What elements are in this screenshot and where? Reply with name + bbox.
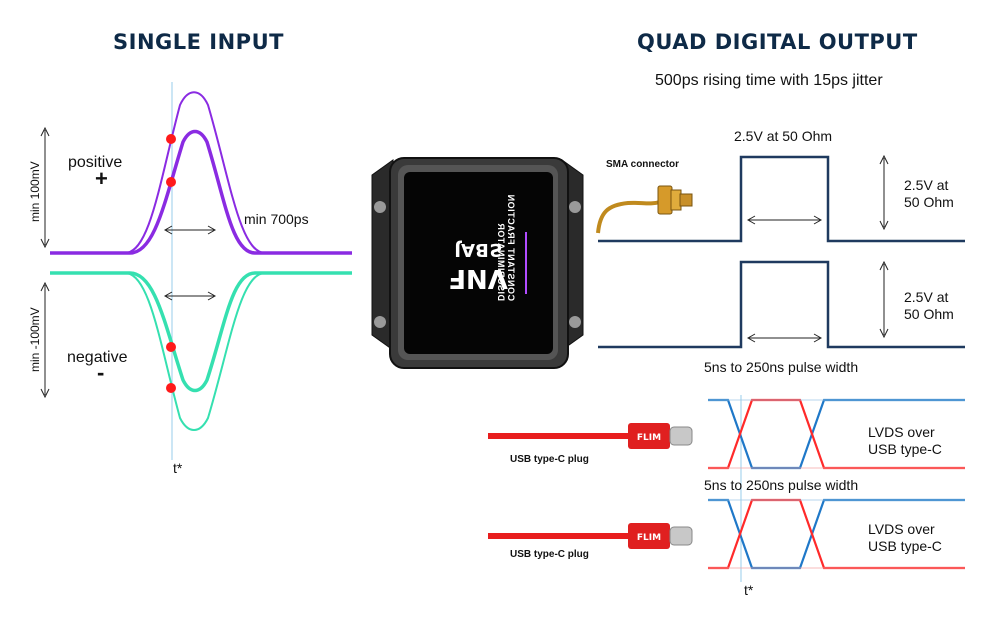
amplitude-arrow-positive: [40, 126, 50, 249]
usb-c-plug-icon: FLIM: [488, 523, 693, 549]
width-arrow-negative: [163, 291, 217, 301]
tstar-label-right: t*: [744, 582, 754, 598]
svg-text:FLIM: FLIM: [637, 433, 661, 443]
device-text-line2: DISCRIMINATOR: [496, 222, 506, 301]
rising-time-subtitle: 500ps rising time with 15ps jitter: [655, 72, 883, 89]
side-label-1: 2.5V at 50 Ohm: [904, 177, 954, 210]
side-label-2: 2.5V at 50 Ohm: [904, 289, 954, 322]
lvds-signal-2: [708, 498, 965, 570]
pulse-width-label-2: 5ns to 250ns pulse width: [704, 477, 859, 493]
usb-plug-label-1: USB type-C plug: [510, 454, 589, 465]
usb-plug-label-2: USB type-C plug: [510, 549, 589, 560]
sma-connector-icon: [596, 185, 693, 234]
negative-label: negative: [67, 349, 128, 366]
tstar-label-left: t*: [173, 460, 183, 476]
digital-pulse-1: [598, 155, 965, 243]
discriminator-device: VNF ƧBAJ: [371, 157, 584, 369]
svg-text:FLIM: FLIM: [637, 533, 661, 543]
quad-output-title: QUAD DIGITAL OUTPUT: [637, 30, 918, 54]
positive-pulse-small: [50, 129, 352, 255]
pulse-width-arrow-2: [746, 333, 823, 343]
negative-pulse-small: [50, 271, 352, 393]
amplitude-label-negative: min -100mV: [28, 307, 42, 372]
lvds-signal-1: [708, 398, 965, 470]
negative-pulse-large: [50, 272, 352, 431]
amplitude-arrow-right-2: [879, 260, 889, 339]
positive-pulse-large: [50, 91, 352, 254]
amplitude-label-positive: min 100mV: [28, 161, 42, 222]
top-pulse-label: 2.5V at 50 Ohm: [734, 128, 833, 144]
device-text-line1: CONSTANT FRACTION: [506, 194, 516, 301]
trigger-marker: [166, 177, 176, 187]
plus-sign: +: [95, 166, 108, 191]
digital-pulse-2: [598, 260, 965, 349]
lvds-label-2: LVDS over USB type-C: [868, 521, 942, 554]
pulse-width-arrow-1: [746, 215, 823, 225]
amplitude-arrow-negative: [40, 281, 50, 399]
device-text: CONSTANT FRACTION DISCRIMINATOR: [406, 194, 516, 301]
pulse-width-label-1: 5ns to 250ns pulse width: [704, 359, 859, 375]
usb-c-plug-icon: FLIM: [488, 423, 693, 449]
device-logo: VNF: [448, 263, 508, 293]
trigger-marker: [166, 342, 176, 352]
trigger-marker: [166, 383, 176, 393]
single-input-title: SINGLE INPUT: [113, 30, 284, 54]
minus-sign: -: [97, 360, 105, 385]
width-label-left: min 700ps: [244, 211, 309, 227]
trigger-marker: [166, 134, 176, 144]
positive-label: positive: [68, 154, 123, 171]
sma-connector-label: SMA connector: [606, 159, 679, 170]
lvds-label-1: LVDS over USB type-C: [868, 424, 942, 457]
device-logo-sub: ƧBAJ: [454, 239, 501, 260]
width-arrow-positive: [163, 225, 217, 235]
amplitude-arrow-right-1: [879, 154, 889, 231]
